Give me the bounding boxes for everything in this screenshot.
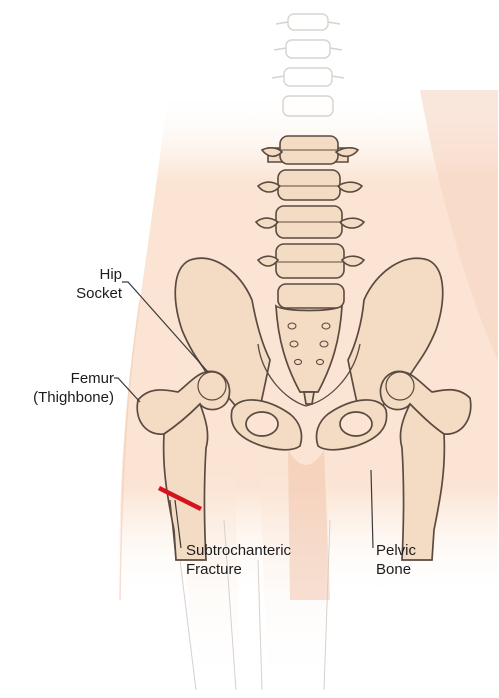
subtrochanteric-fracture-label: Subtrochanteric Fracture bbox=[186, 541, 291, 579]
hip-socket-label-line1: Hip bbox=[60, 265, 122, 284]
femur-label-line2: (Thighbone) bbox=[2, 388, 114, 407]
hip-socket-label-line2: Socket bbox=[60, 284, 122, 303]
femur-label: Femur (Thighbone) bbox=[2, 369, 114, 407]
pelvic-bone-label-line2: Bone bbox=[376, 560, 416, 579]
hip-socket-label: Hip Socket bbox=[60, 265, 122, 303]
subtrochanteric-label-line2: Fracture bbox=[186, 560, 291, 579]
pelvic-bone-label-line1: Pelvic bbox=[376, 541, 416, 560]
femur-label-line1: Femur bbox=[2, 369, 114, 388]
subtrochanteric-label-line1: Subtrochanteric bbox=[186, 541, 291, 560]
pelvic-bone-label: Pelvic Bone bbox=[376, 541, 416, 579]
